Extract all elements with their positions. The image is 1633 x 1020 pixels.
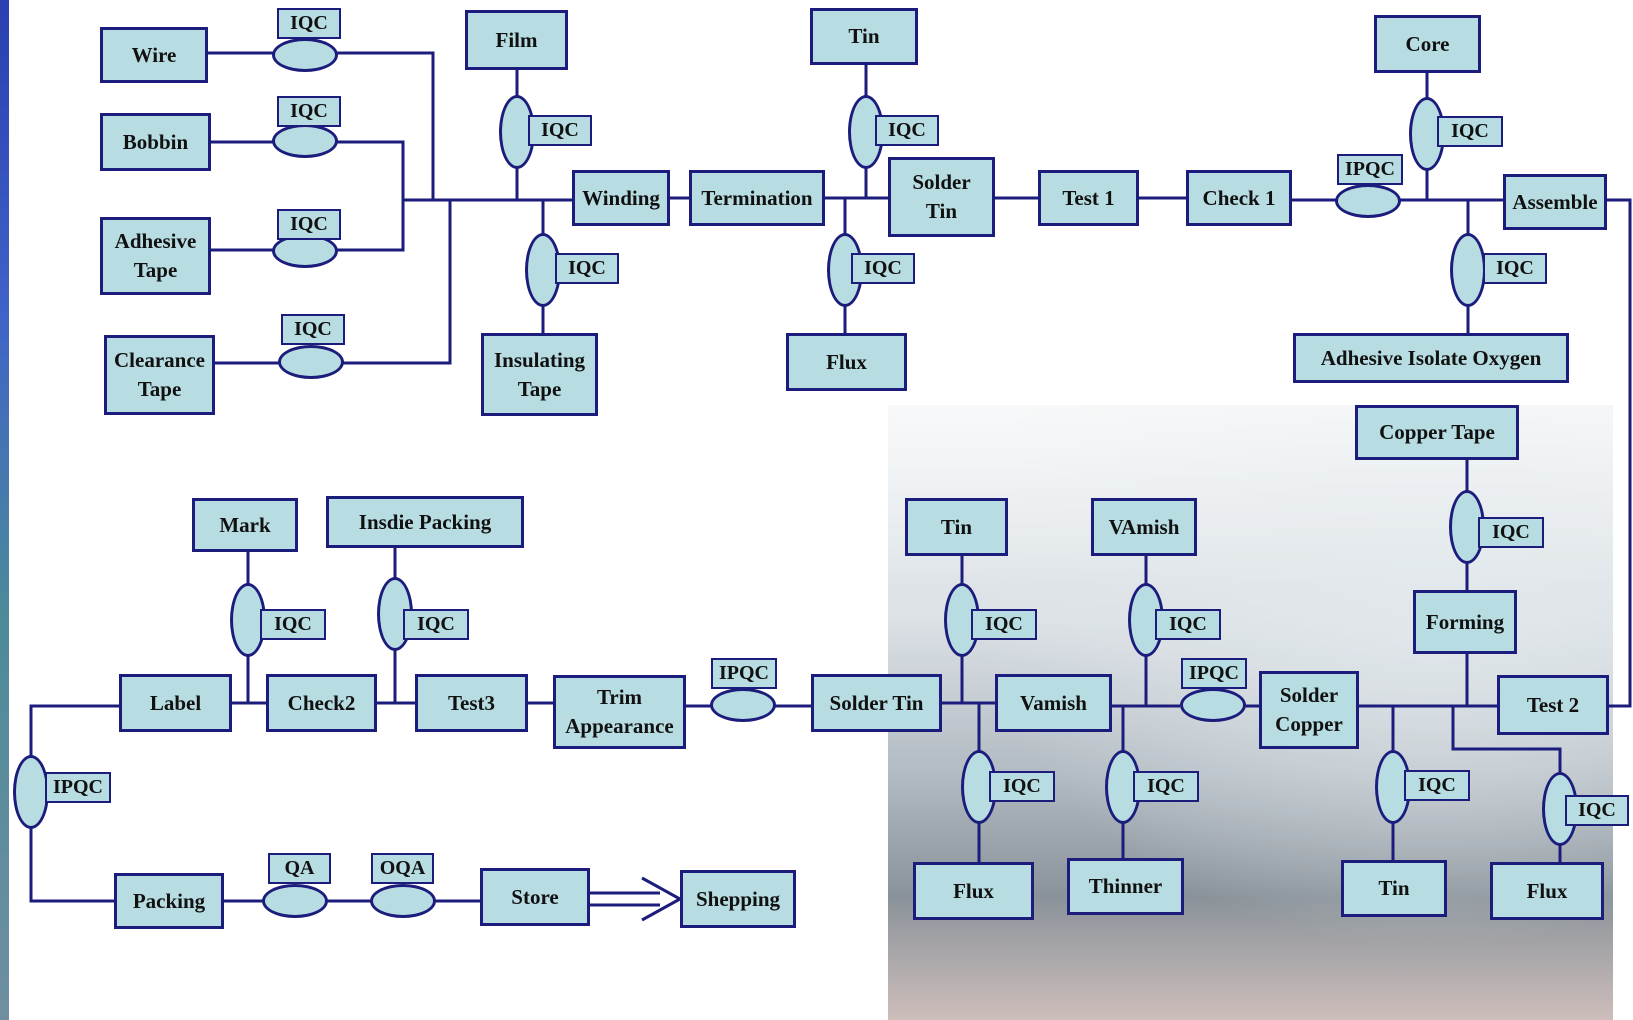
iqc-clearance-tape-tag: IQC xyxy=(281,314,345,345)
insdie-packing-box: Insdie Packing xyxy=(326,496,524,548)
flux-bottom-box: Flux xyxy=(913,862,1034,920)
ipqc-label-packing-oval xyxy=(13,755,49,829)
iqc-tin-bottom-tag: IQC xyxy=(971,609,1037,640)
solder-tin-box: Solder Tin xyxy=(888,157,995,237)
label-box: Label xyxy=(119,674,232,732)
iqc-thinner-tag: IQC xyxy=(1133,771,1199,802)
iqc-bobbin-tag: IQC xyxy=(277,96,341,127)
iqc-insdie-packing-tag: IQC xyxy=(403,609,469,640)
tin-right-box: Tin xyxy=(1341,860,1447,917)
ipqc-solder-tin-tag: IPQC xyxy=(711,658,777,689)
shepping-box: Shepping xyxy=(680,870,796,928)
ipqc-vamish-oval xyxy=(1180,688,1246,722)
iqc-flux-bottom-oval xyxy=(961,750,997,824)
iqc-mark-tag: IQC xyxy=(260,609,326,640)
tin-bottom-box: Tin xyxy=(905,498,1008,556)
iqc-clearance-tape-oval xyxy=(278,345,344,379)
bobbin-box: Bobbin xyxy=(100,113,211,171)
test3-box: Test3 xyxy=(415,674,528,732)
solder-copper-box: Solder Copper xyxy=(1259,671,1359,749)
ipqc-label-packing-tag: IPQC xyxy=(45,772,111,803)
iqc-tin-right-tag: IQC xyxy=(1404,770,1470,801)
iqc-bobbin-oval xyxy=(272,124,338,158)
iqc-vamish-input-tag: IQC xyxy=(1155,609,1221,640)
iqc-flux-top-tag: IQC xyxy=(851,253,915,284)
iqc-adhesive-isolate-tag: IQC xyxy=(1483,253,1547,284)
forming-box: Forming xyxy=(1413,590,1517,654)
iqc-adhesive-tape-tag: IQC xyxy=(277,209,341,240)
adhesive-isolate-oxygen-box: Adhesive Isolate Oxygen xyxy=(1293,333,1569,383)
vamish-input-box: VAmish xyxy=(1091,498,1197,556)
iqc-copper-tape-tag: IQC xyxy=(1478,517,1544,548)
iqc-wire-oval xyxy=(272,38,338,72)
iqc-wire-tag: IQC xyxy=(277,8,341,39)
clearance-tape-box: Clearance Tape xyxy=(104,335,215,415)
mark-box: Mark xyxy=(192,498,298,552)
insulating-tape-box: Insulating Tape xyxy=(481,333,598,416)
vamish-box: Vamish xyxy=(995,674,1112,732)
iqc-adhesive-isolate-oval xyxy=(1450,233,1486,307)
flux-right-box: Flux xyxy=(1490,862,1604,920)
wire-box: Wire xyxy=(100,27,208,83)
tin-top-box: Tin xyxy=(810,8,918,65)
core-box: Core xyxy=(1374,15,1481,73)
qa-oval xyxy=(262,884,328,918)
side-stripe xyxy=(0,0,9,1020)
ipqc-solder-tin-oval xyxy=(710,688,776,722)
termination-box: Termination xyxy=(689,170,825,226)
ipqc-vamish-tag: IPQC xyxy=(1181,658,1247,689)
iqc-flux-bottom-tag: IQC xyxy=(989,771,1055,802)
ipqc-check1-tag: IPQC xyxy=(1337,154,1403,185)
check1-box: Check 1 xyxy=(1186,170,1292,226)
store-box: Store xyxy=(480,868,590,926)
packing-box: Packing xyxy=(114,873,224,929)
check2-box: Check2 xyxy=(266,674,377,732)
iqc-core-tag: IQC xyxy=(1437,116,1503,147)
test1-box: Test 1 xyxy=(1038,170,1139,226)
copper-tape-box: Copper Tape xyxy=(1355,405,1519,460)
adhesive-tape-box: Adhesive Tape xyxy=(100,217,211,295)
thinner-box: Thinner xyxy=(1067,858,1184,915)
oqa-oval xyxy=(370,884,436,918)
iqc-film-tag: IQC xyxy=(528,115,592,146)
solder-tin-bottom-box: Solder Tin xyxy=(811,674,942,732)
trim-appearance-box: Trim Appearance xyxy=(553,675,686,749)
iqc-tin-top-tag: IQC xyxy=(875,115,939,146)
iqc-insulating-tape-tag: IQC xyxy=(555,253,619,284)
oqa-tag: OQA xyxy=(371,853,434,884)
qa-tag: QA xyxy=(268,853,331,884)
test2-box: Test 2 xyxy=(1497,675,1609,735)
assemble-box: Assemble xyxy=(1503,174,1607,230)
ipqc-check1-oval xyxy=(1335,184,1401,218)
winding-box: Winding xyxy=(572,170,670,226)
flux-top-box: Flux xyxy=(786,333,907,391)
film-box: Film xyxy=(465,10,568,70)
iqc-flux-right-tag: IQC xyxy=(1565,795,1629,826)
